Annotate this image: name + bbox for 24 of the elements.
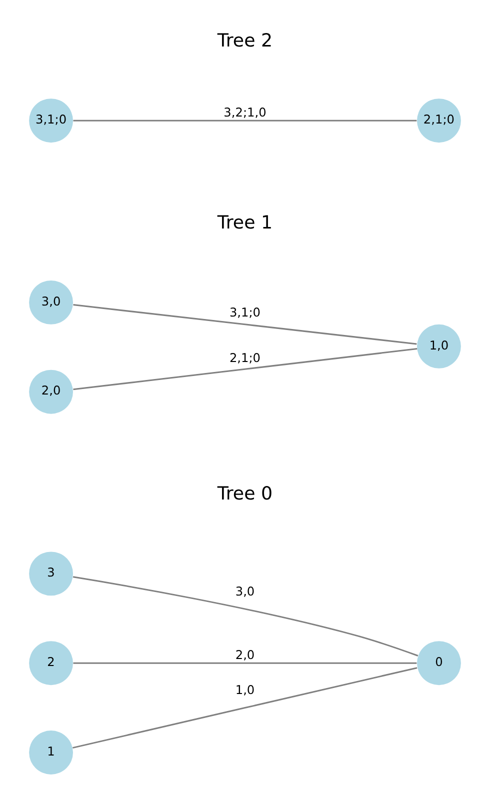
node-circle: 2,1;0 <box>417 98 461 143</box>
node-circle: 3,0 <box>29 280 73 324</box>
node-circle: 3,1;0 <box>29 98 73 143</box>
edge-label: 3,1;0 <box>229 306 261 320</box>
label: Tree 1 <box>217 212 273 234</box>
edge-label: 1,0 <box>235 683 255 698</box>
edge-label: 3,2;1,0 <box>224 106 266 120</box>
edge-label: 2,0 <box>235 648 255 662</box>
node-circle: 2,0 <box>29 370 73 414</box>
label: Tree 2 <box>217 30 273 52</box>
connector <box>73 120 417 122</box>
node-circle: 2 <box>29 641 73 686</box>
label: Tree 0 <box>217 484 273 505</box>
node-circle: 0 <box>417 641 461 686</box>
edge-label: 3,0 <box>235 584 255 599</box>
node-circle: 1 <box>29 730 73 774</box>
connector <box>73 348 418 390</box>
connector <box>73 662 417 664</box>
connector <box>72 576 418 656</box>
edge-label: 2,1;0 <box>229 351 261 366</box>
node-circle: 1,0 <box>417 324 461 368</box>
node-circle: 3 <box>29 552 73 596</box>
connector <box>73 304 417 345</box>
connector <box>72 667 418 749</box>
